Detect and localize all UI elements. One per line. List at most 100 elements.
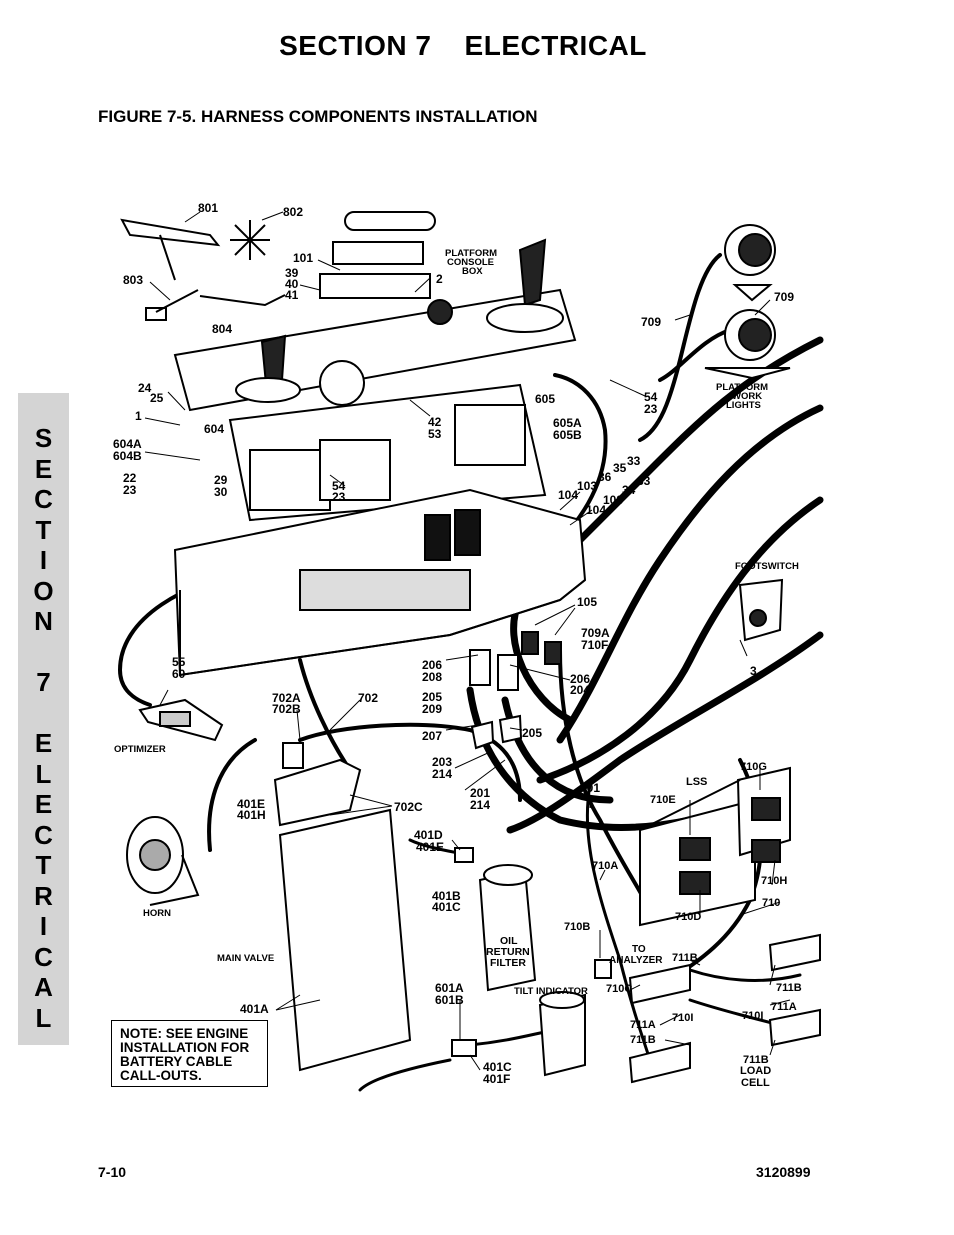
label-load-cell-1: LOAD [740,1065,771,1077]
side-tab-letter: C [34,484,53,514]
side-tab-letter: L [35,1002,52,1033]
platform-console-box [173,288,587,677]
callout-702b: 702B [272,702,301,716]
note-line: NOTE: SEE ENGINE [120,1026,249,1041]
side-tab-letter: C [34,941,53,972]
callout-702a: 702A [272,691,301,705]
callout-804: 804 [212,322,232,336]
callout-205-right: 205 [522,726,542,740]
callout-604b: 604B [113,449,142,463]
document-number: 3120899 [756,1164,811,1180]
callout-42: 42 [428,415,442,429]
callout-702: 702 [358,691,378,705]
callout-604: 604 [204,422,224,436]
leader-lines [144,211,791,1071]
callout-702c: 702C [394,800,423,814]
callout-54-right: 54 [644,390,658,404]
callout-205-left: 205 [422,690,442,704]
callout-36: 36 [598,470,612,484]
callout-601a: 601A [435,981,464,995]
label-tilt-indicator: TILT INDICATOR [514,986,588,997]
side-tab-letter: T [35,850,52,880]
callout-802: 802 [283,205,303,219]
callout-710F: 710F [581,638,608,652]
callout-3: 3 [750,664,757,678]
callout-401c-lower: 401C [483,1060,512,1074]
joystick-controllers [235,238,564,406]
label-lss: LSS [686,776,707,788]
side-tab-letter: 7 [36,667,51,697]
callout-40: 40 [285,277,299,291]
note-line: CALL-OUTS. [120,1068,202,1083]
callout-710i-1: 710I [672,1012,693,1024]
callout-103-lower: 103 [603,493,623,507]
callout-710a: 710A [592,860,618,872]
label-console-1: PLATFORM [445,248,497,259]
callout-25: 25 [150,391,164,405]
label-optimizer: OPTIMIZER [114,744,166,755]
label-load-cell-2: CELL [741,1077,770,1089]
callout-29: 29 [214,473,228,487]
valves-and-sensors [126,758,821,1084]
callout-34: 34 [622,483,636,497]
side-tab-letter: N [34,606,53,636]
callout-33-upper: 33 [627,454,641,468]
callout-801: 801 [198,201,218,215]
callout-601b: 601B [435,993,464,1007]
callout-53: 53 [428,427,442,441]
footswitch [738,578,784,642]
side-tab-letter: S [34,423,53,453]
callout-711a-2: 711A [630,1019,656,1031]
label-lights-2: WORK [732,391,762,402]
callout-605b: 605B [553,428,582,442]
callout-710: 710 [762,897,780,909]
label-lights-1: PLATFORM [716,382,768,393]
callout-23-mid: 23 [332,490,346,504]
callout-22: 22 [123,471,137,485]
label-console-2: CONSOLE [447,257,494,268]
callout-604a: 604A [113,437,142,451]
side-tab-letter: E [34,789,53,819]
side-tab-letter: L [35,758,52,789]
callout-209: 209 [422,702,442,716]
callout-710g: 710G [740,761,767,773]
callout-711b-1: 711B [672,952,698,964]
callout-401d: 401D [414,828,443,842]
connectors-and-glands [282,631,612,1057]
callout-54-mid: 54 [332,479,346,493]
label-to: TO [632,944,646,955]
callout-710d: 710D [675,911,701,923]
note-line: BATTERY CABLE [120,1054,233,1069]
callout-605a: 605A [553,416,582,430]
callout-35: 35 [613,461,627,475]
callout-710b: 710B [564,921,590,933]
callout-710c: 710C [606,983,632,995]
side-tab-letter: A [34,972,53,1002]
console-accessories [120,211,436,321]
callout-labels: 801 802 101 39 40 41 2 803 804 PLATFORM … [113,201,802,1089]
side-tab-letter: T [35,514,52,545]
note-line: INSTALLATION FOR [120,1040,250,1055]
callout-710e: 710E [650,794,676,806]
callout-401b: 401B [432,889,461,903]
callout-401a: 401A [240,1002,269,1016]
callout-401f: 401F [483,1072,510,1086]
callout-214-lower: 214 [470,798,490,812]
callout-214-upper: 214 [432,767,452,781]
callout-23-left: 23 [123,483,137,497]
callout-207: 207 [422,729,442,743]
label-filter-3: FILTER [490,957,526,969]
optimizer [138,698,224,742]
callout-2: 2 [436,272,443,286]
callout-206-left: 206 [422,658,442,672]
label-filter-2: RETURN [486,946,530,958]
label-main-valve: MAIN VALVE [217,953,274,964]
label-lights-3: LIGHTS [726,400,761,411]
callout-710i-2: 710I [742,1010,763,1022]
callout-803: 803 [123,273,143,287]
figure-title: FIGURE 7-5. HARNESS COMPONENTS INSTALLAT… [98,107,538,126]
callout-401: 401 [580,781,600,795]
callout-605: 605 [535,392,555,406]
callout-709-upper: 709 [774,290,794,304]
